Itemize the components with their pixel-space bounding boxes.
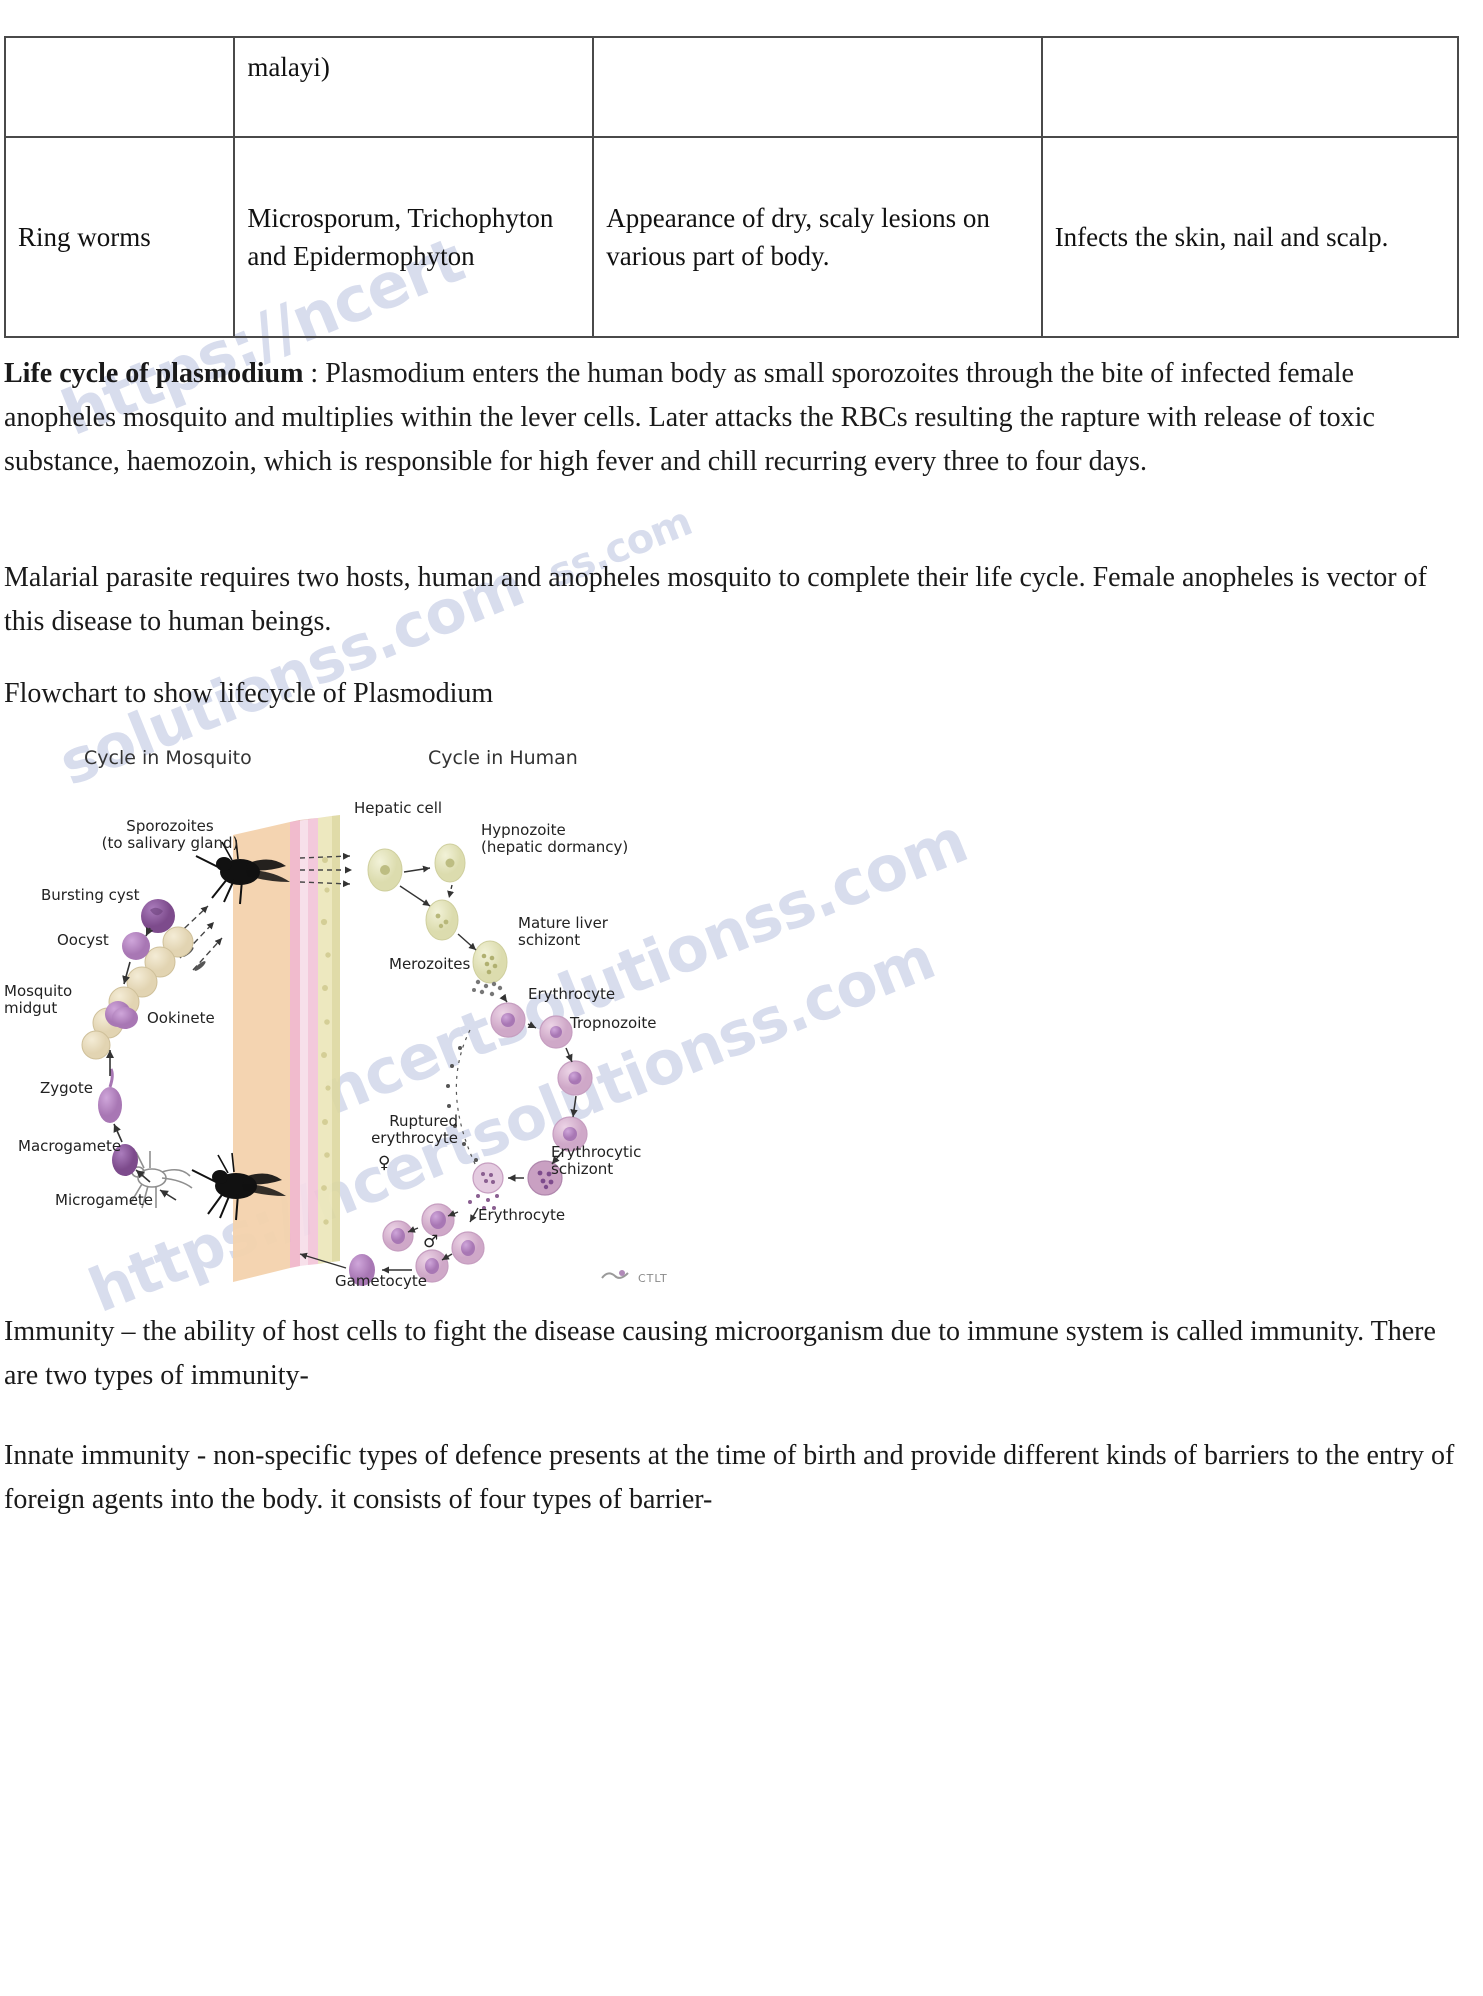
label-ookinete: Ookinete: [147, 1009, 215, 1027]
liver-stage-body: [425, 899, 459, 941]
life-cycle-heading: Life cycle of plasmodium: [4, 358, 304, 389]
label-erythrocyte-top: Erythrocyte: [528, 985, 616, 1003]
label-microgamete: Microgamete: [55, 1191, 154, 1209]
label-hepatic-cell: Hepatic cell: [354, 799, 443, 817]
sporozoite-arrows: [169, 905, 223, 971]
diagram-heading-mosquito: Cycle in Mosquito: [84, 747, 252, 769]
label-bursting-cyst: Bursting cyst: [41, 886, 140, 904]
table-row: malayi): [3, 36, 1460, 138]
oocyst-body: [122, 932, 150, 960]
gametocyte-free-body: [349, 1254, 375, 1286]
label-merozoites: Merozoites: [389, 955, 471, 973]
label-ruptured-erythrocyte: Ruptured erythrocyte: [371, 1112, 458, 1148]
merozoites-cluster: [472, 979, 503, 997]
cell-effect: Infects the skin, nail and scalp.: [1040, 136, 1460, 338]
paragraph-immunity: Immunity – the ability of host cells to …: [4, 1316, 1436, 1391]
label-mosquito-midgut: Mosquito midgut: [4, 982, 73, 1018]
label-macrogamete: Macrogamete: [18, 1137, 122, 1155]
label-erythrocyte-bottom: Erythrocyte: [478, 1206, 566, 1224]
label-zygote: Zygote: [40, 1079, 93, 1097]
credit-logo-icon: [601, 1270, 629, 1279]
cell-organism: malayi): [233, 36, 595, 138]
female-symbol-icon: ♀: [378, 1153, 391, 1173]
flowchart-caption: Flowchart to show lifecycle of Plasmodiu…: [4, 678, 494, 709]
label-tropnozoite: Tropnozoite: [570, 1014, 657, 1032]
male-symbol-icon: ♂: [423, 1232, 439, 1252]
cell-symptoms: [592, 36, 1043, 138]
plasmodium-lifecycle-diagram: Cycle in Mosquito Cycle in Human Sporozo…: [0, 730, 900, 1300]
label-erythrocytic-schizont: Erythrocytic schizont: [551, 1143, 642, 1179]
mature-liver-schizont-body: [472, 940, 508, 984]
merozoite-arc: [446, 1046, 478, 1162]
ruptured-erythrocyte-body: [472, 1162, 504, 1194]
mosquito-cycle-arrows: [106, 927, 177, 1201]
paragraph-life-cycle: Life cycle of plasmodium : Plasmodium en…: [4, 352, 1459, 484]
bursting-cyst-body: [141, 899, 175, 933]
label-hypnozoite: Hypnozoite (hepatic dormancy): [481, 821, 629, 857]
label-sporozoites: Sporozoites (to salivary gland): [101, 817, 239, 853]
gametocyte-arrows: [299, 1207, 479, 1274]
macrogamete-body: [112, 1144, 138, 1176]
mosquito-top: [195, 839, 290, 905]
zygote-body: [98, 1087, 122, 1123]
cell-organism: Microsporum, Trichophyton and Epidermoph…: [233, 136, 595, 338]
vessel-wall: [233, 815, 340, 1282]
cell-symptoms: Appearance of dry, scaly lesions on vari…: [592, 136, 1043, 338]
paragraph-malarial-parasite: Malarial parasite requires two hosts, hu…: [4, 562, 1427, 637]
life-cycle-body: : Plasmodium enters the human body as sm…: [4, 358, 1375, 477]
cell-disease: [3, 36, 236, 138]
erythrocytic-schizont-body: [527, 1160, 563, 1196]
label-gametocyte: Gametocyte: [335, 1272, 427, 1290]
diagram-credit: CTLT: [638, 1272, 668, 1285]
diseases-table: malayi) Ring worms Microsporum, Trichoph…: [3, 36, 1460, 338]
mosquito-bottom: [191, 1152, 286, 1221]
lifecycle-illustration: [81, 815, 593, 1286]
label-oocyst: Oocyst: [57, 931, 109, 949]
table-row: Ring worms Microsporum, Trichophyton and…: [3, 136, 1460, 338]
released-merozoites: [468, 1194, 499, 1210]
cell-disease: Ring worms: [3, 136, 236, 338]
ookinete-body: [112, 1007, 138, 1029]
liver-arrows: [399, 865, 477, 951]
erythrocytic-cycle-arrows: [499, 993, 578, 1182]
diagram-heading-human: Cycle in Human: [428, 747, 578, 769]
paragraph-innate-immunity: Innate immunity - non-specific types of …: [4, 1440, 1455, 1515]
cell-effect: [1040, 36, 1460, 138]
label-mature-liver-schizont: Mature liver schizont: [518, 914, 608, 950]
